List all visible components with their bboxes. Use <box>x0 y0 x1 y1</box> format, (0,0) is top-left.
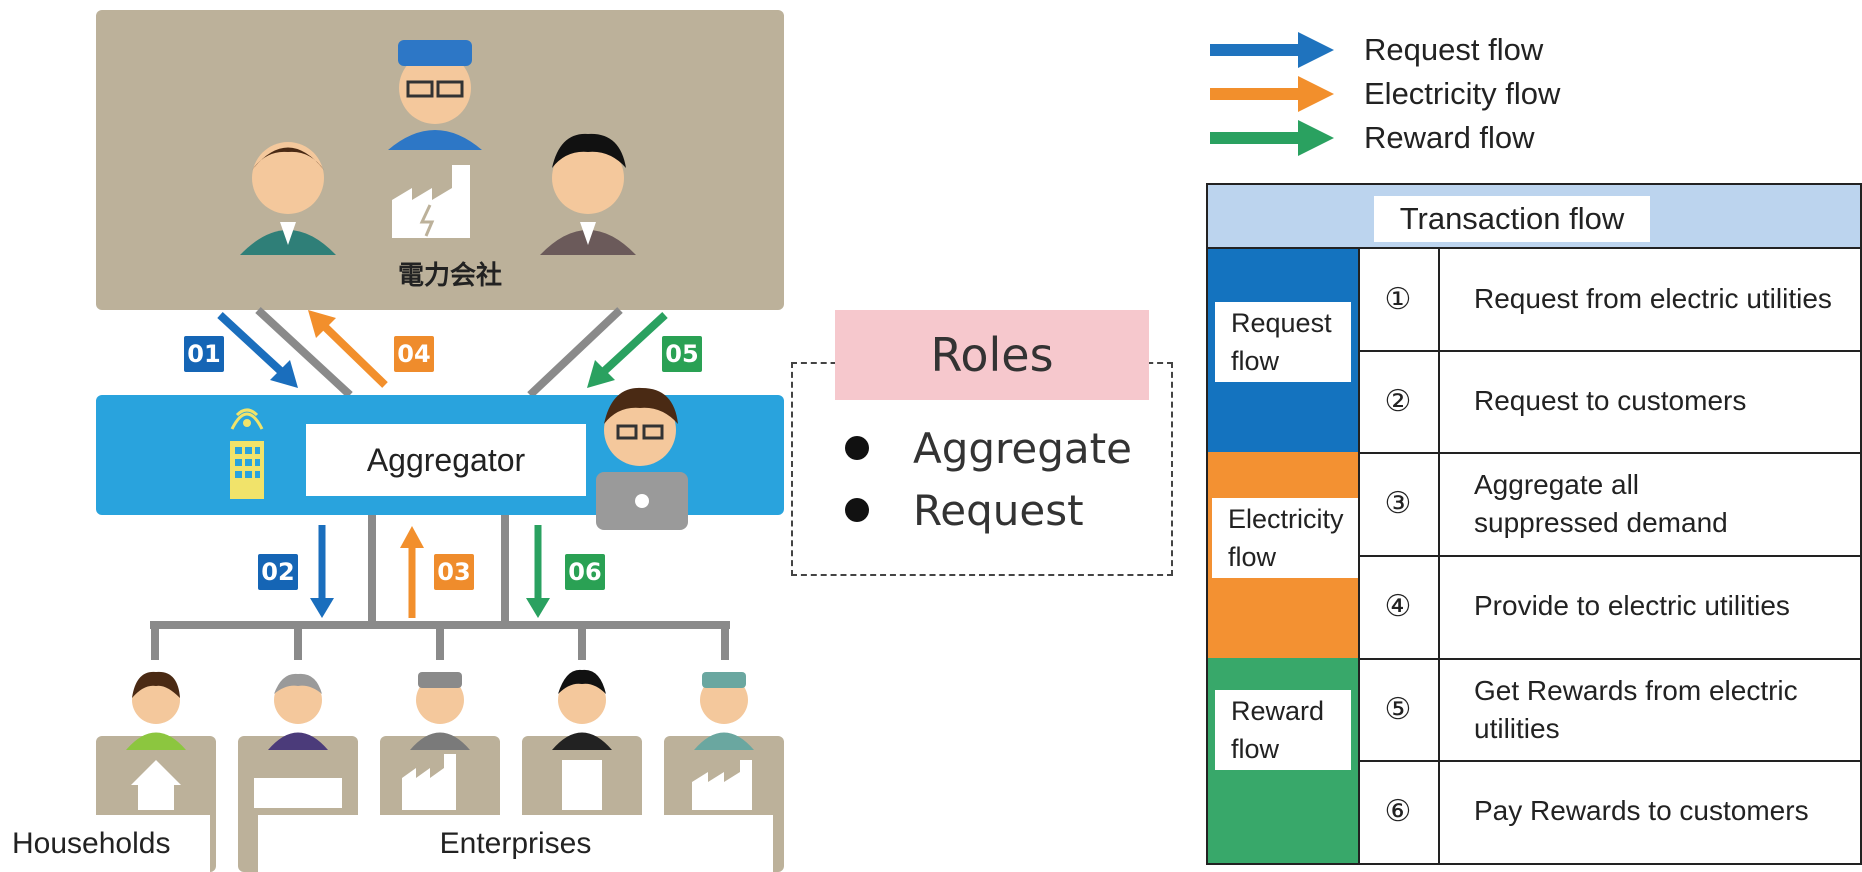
transaction-flow-table <box>1206 183 1862 865</box>
arrow-02-request <box>310 525 334 618</box>
badge-02: 02 <box>256 552 300 592</box>
category-reward-label: Reward flow <box>1215 690 1351 770</box>
green-arrow-icon <box>1210 120 1334 156</box>
row-number: ③ <box>1384 486 1412 521</box>
row-number: ① <box>1384 282 1412 317</box>
arrow-03-electricity <box>400 526 424 618</box>
bullet-icon <box>845 497 869 522</box>
legend-electricity: Electricity flow <box>1210 74 1560 114</box>
arrow-06-reward <box>526 525 550 618</box>
office-person-icon <box>268 673 328 750</box>
row-number: ⑥ <box>1384 794 1412 829</box>
utility-staff-right-icon <box>540 133 636 255</box>
badge-01: 01 <box>182 334 226 374</box>
row-description: Request from electric utilities <box>1474 283 1832 314</box>
category-electricity-label: Electricity flow <box>1212 498 1372 578</box>
table-header: Transaction flow <box>1374 196 1650 242</box>
household-person-icon <box>126 671 186 750</box>
row-description: Provide to electric utilities <box>1474 590 1790 621</box>
office-building-icon <box>254 778 342 808</box>
aggregator-label: Aggregator <box>306 424 586 496</box>
arrow-04-electricity <box>308 310 388 388</box>
customer-icons <box>126 669 754 810</box>
plant-person-icon <box>694 672 754 750</box>
bullet-icon <box>845 435 869 460</box>
house-icon <box>131 760 181 810</box>
roles-title: Roles <box>835 310 1149 400</box>
legend-request: Request flow <box>1210 30 1543 70</box>
category-request-label: Request flow <box>1215 302 1351 382</box>
utility-worker-icon <box>388 40 482 150</box>
power-plant-icon <box>392 165 470 238</box>
row-number: ⑤ <box>1384 692 1412 727</box>
row-description: Pay Rewards to customers <box>1474 795 1809 826</box>
row-description: Request to customers <box>1474 385 1747 416</box>
factory-person-icon <box>410 672 470 750</box>
enterprises-label: Enterprises <box>258 815 773 872</box>
households-label: Households <box>0 815 210 872</box>
role-item: Aggregate <box>845 424 1132 473</box>
aggregator-operator-icon <box>596 387 688 530</box>
arrow-05-reward <box>587 312 668 388</box>
diagram-graphics <box>150 40 730 660</box>
row-number: ② <box>1384 384 1412 419</box>
badge-04: 04 <box>392 334 436 374</box>
row-description: Aggregate all suppressed demand <box>1474 469 1728 538</box>
building-person-icon <box>552 669 612 750</box>
utility-name-label: 電力会社 <box>397 261 502 291</box>
legend-reward: Reward flow <box>1210 118 1535 158</box>
badge-03: 03 <box>432 552 476 592</box>
badge-05: 05 <box>660 334 704 374</box>
tower-building-icon <box>562 760 602 810</box>
utility-staff-left-icon <box>240 142 336 255</box>
row-description: Get Rewards from electric utilities <box>1474 675 1798 744</box>
role-item: Request <box>845 486 1084 535</box>
row-number: ④ <box>1384 589 1412 624</box>
building-antenna-icon <box>230 408 264 499</box>
arrow-01-request <box>217 312 298 388</box>
badge-06: 06 <box>563 552 607 592</box>
plant-factory-icon <box>692 760 752 810</box>
factory-icon <box>402 754 456 810</box>
blue-arrow-icon <box>1210 32 1334 68</box>
orange-arrow-icon <box>1210 76 1334 112</box>
